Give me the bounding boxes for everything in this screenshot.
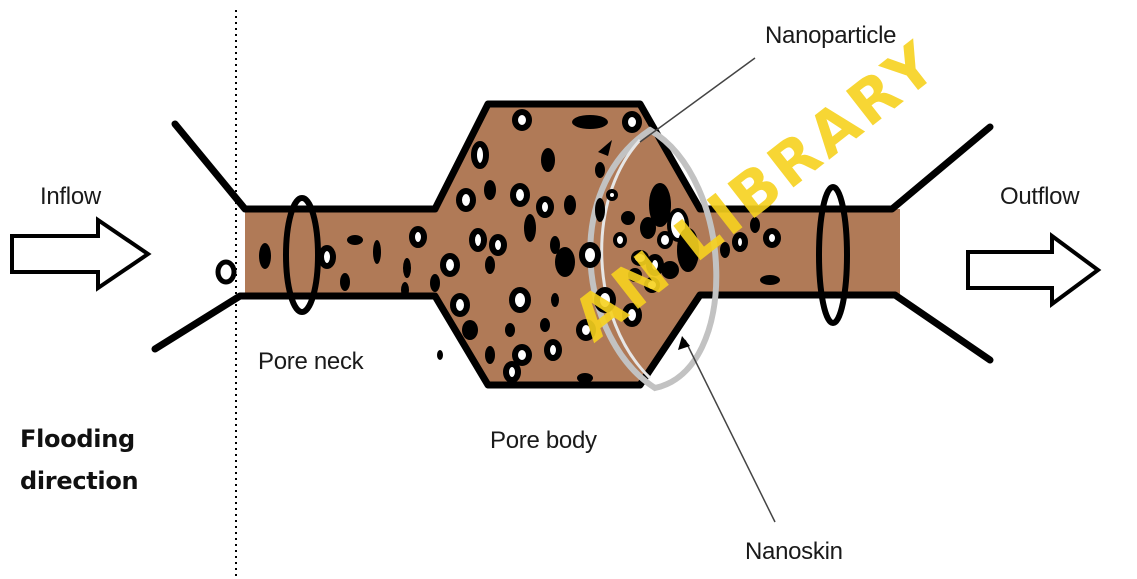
nanoskin-label: Nanoskin	[745, 538, 843, 566]
pore-neck-label: Pore neck	[258, 348, 363, 376]
nanoskin-pointer-line	[685, 340, 775, 522]
inflow-label: Inflow	[40, 183, 101, 211]
nanoparticle-label: Nanoparticle	[765, 22, 896, 50]
outflow-label: Outflow	[1000, 183, 1079, 211]
nanoparticle	[259, 243, 271, 269]
flooding-direction-label-line1: Flooding	[20, 425, 135, 453]
nanoparticle-pointer-line	[640, 58, 755, 142]
outflow-arrow-icon	[968, 236, 1098, 304]
inflow-arrow-icon	[12, 220, 148, 288]
flooding-direction-label-line2: direction	[20, 467, 138, 495]
pore-body-label: Pore body	[490, 427, 597, 455]
nanoparticle	[218, 262, 234, 282]
